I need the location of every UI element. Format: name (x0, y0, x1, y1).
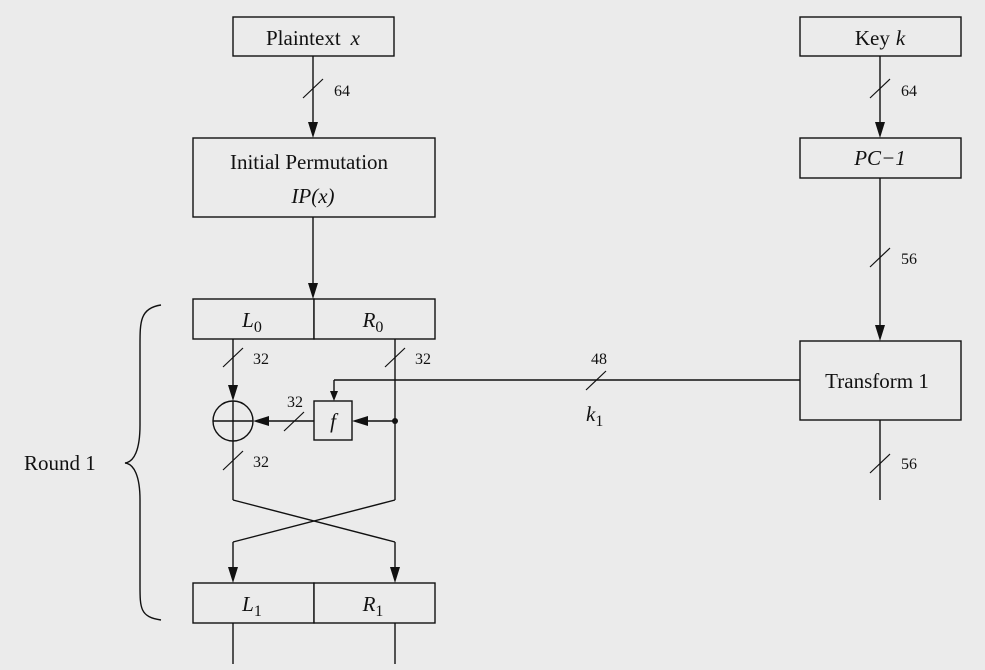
transform-label: Transform 1 (825, 369, 929, 393)
key-width-label: 64 (901, 83, 917, 100)
ip-function-label: IP(x) (290, 184, 334, 208)
transform-box (799, 340, 962, 421)
f-output-width-label: 32 (287, 394, 303, 411)
transform-output-width-label: 56 (901, 456, 917, 473)
plaintext-width-label: 64 (334, 83, 350, 100)
xor-output-width-label: 32 (253, 454, 269, 471)
pc1-label: PC−1 (853, 146, 906, 170)
r0-box (313, 298, 436, 340)
f-function-label: f (330, 409, 339, 433)
data-path-lines (228, 56, 400, 664)
l0-box (192, 298, 315, 340)
l1-label: L1 (241, 592, 262, 620)
initial-permutation-box (192, 137, 436, 218)
xor-operator (212, 400, 254, 442)
r0-label: R0 (362, 308, 384, 336)
l0-width-label: 32 (253, 351, 269, 368)
initial-permutation-label: Initial Permutation (230, 150, 389, 174)
subkey-label: k1 (586, 402, 603, 430)
width-slashes (222, 78, 891, 474)
key-box (799, 16, 962, 57)
key-path-lines (330, 56, 885, 500)
plaintext-box (232, 16, 395, 57)
pc1-output-width-label: 56 (901, 251, 917, 268)
round-label: Round 1 (24, 451, 96, 475)
l1-box (192, 582, 315, 624)
r0-width-label: 32 (415, 351, 431, 368)
subkey-width-label: 48 (591, 351, 607, 368)
r1-box (313, 582, 436, 624)
round-brace (124, 304, 162, 621)
l0-label: L0 (241, 308, 262, 336)
pc1-box (799, 137, 962, 179)
r1-label: R1 (362, 592, 384, 620)
